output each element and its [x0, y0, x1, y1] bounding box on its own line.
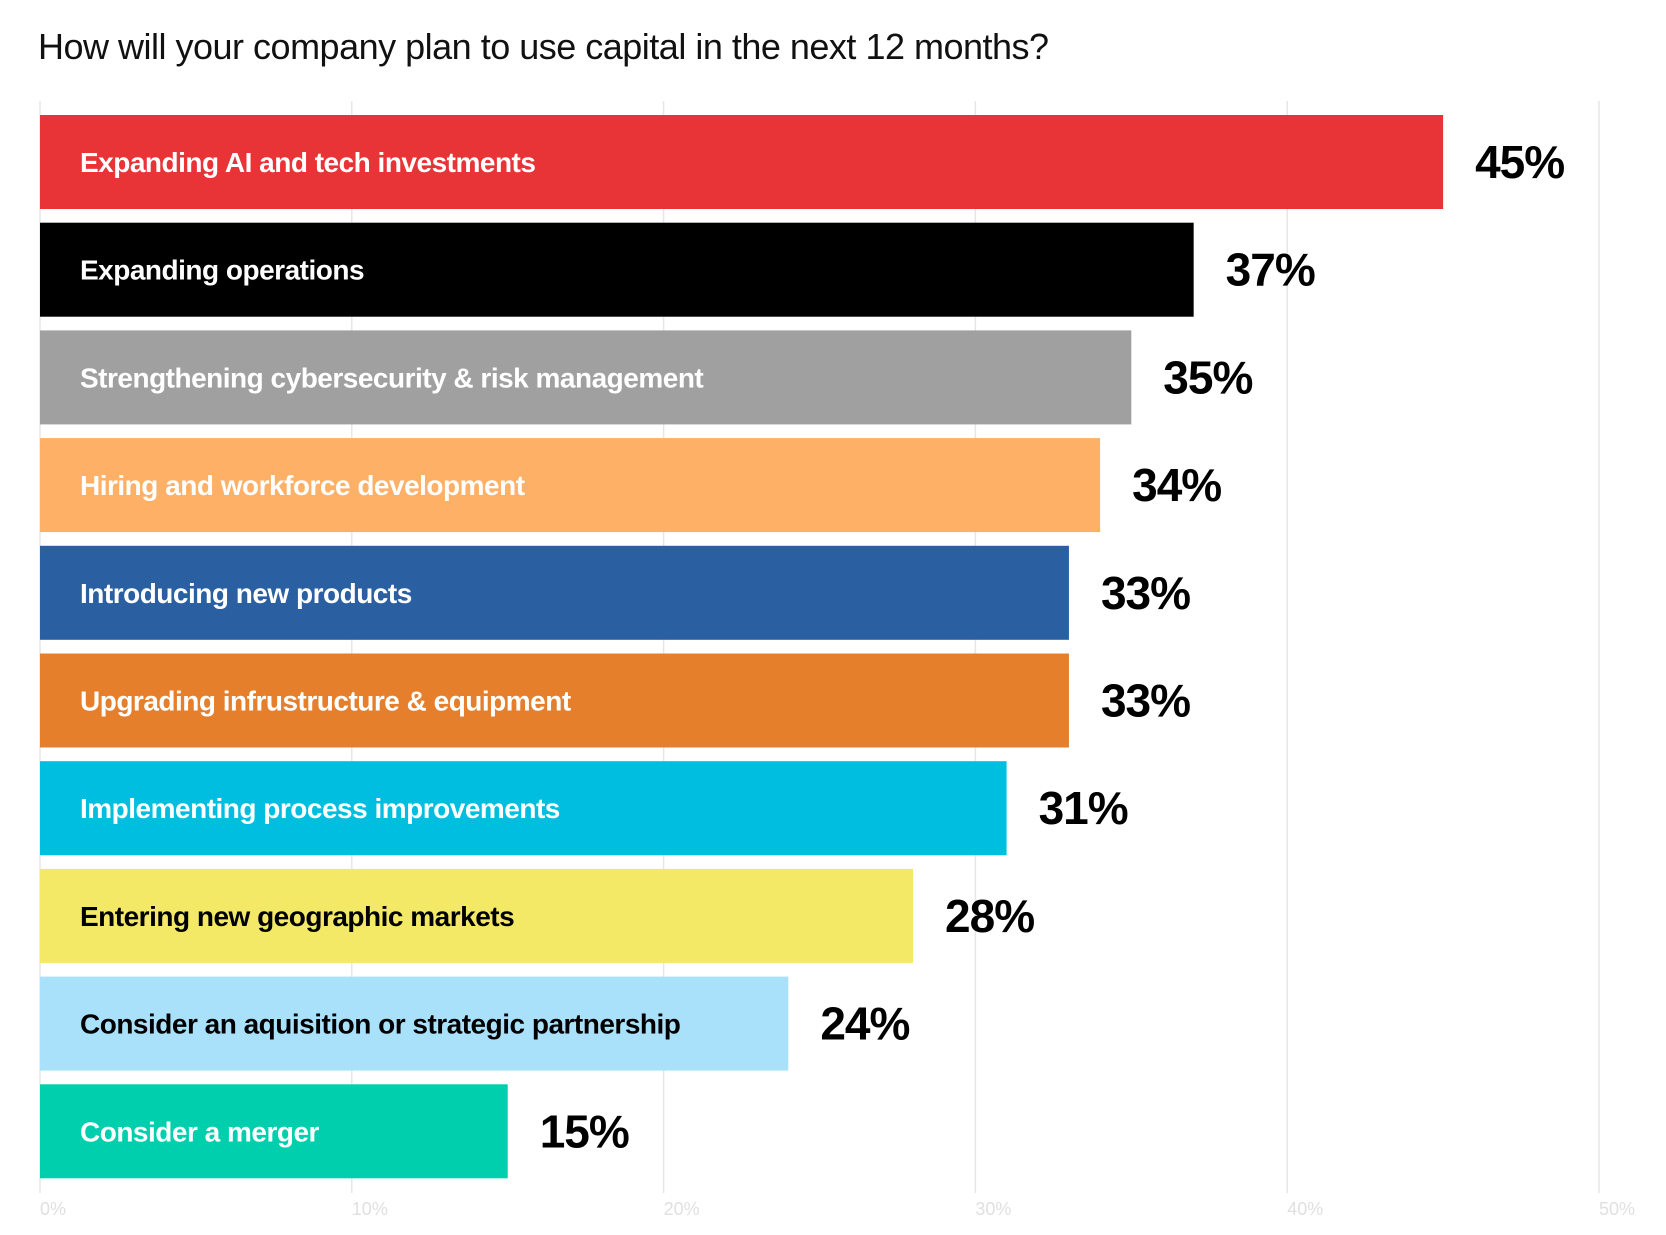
bar-label: Introducing new products: [80, 578, 412, 609]
bar-label: Expanding AI and tech investments: [80, 147, 535, 178]
bar-label: Consider an aquisition or strategic part…: [80, 1009, 680, 1040]
x-tick-label: 50%: [1599, 1199, 1635, 1219]
x-tick-label: 10%: [352, 1199, 388, 1219]
bar: [40, 438, 1101, 533]
x-tick-label: 40%: [1287, 1199, 1323, 1219]
bar: [40, 976, 789, 1071]
value-label: 37%: [1226, 244, 1315, 296]
bar: [40, 761, 1007, 856]
bar-label: Consider a merger: [80, 1116, 320, 1147]
bar: [40, 653, 1069, 748]
bar: [40, 330, 1132, 425]
bar: [40, 1084, 508, 1179]
value-label: 45%: [1475, 136, 1564, 188]
chart-title: How will your company plan to use capita…: [38, 26, 1049, 67]
bar-label: Hiring and workforce development: [80, 470, 525, 501]
x-tick-label: 20%: [664, 1199, 700, 1219]
bar-label: Upgrading infrustructure & equipment: [80, 686, 571, 717]
bar: [40, 545, 1069, 640]
value-label: 35%: [1163, 351, 1252, 403]
bar-label: Entering new geographic markets: [80, 901, 514, 932]
bar: [40, 115, 1444, 209]
bar-label: Implementing process improvements: [80, 793, 560, 824]
bar: [40, 222, 1194, 317]
value-label: 33%: [1101, 567, 1190, 619]
value-label: 24%: [820, 998, 909, 1050]
value-label: 33%: [1101, 675, 1190, 727]
value-label: 28%: [945, 890, 1034, 942]
x-tick-label: 30%: [975, 1199, 1011, 1219]
x-tick-label: 0%: [40, 1199, 66, 1219]
value-label: 31%: [1039, 782, 1128, 834]
value-label: 34%: [1132, 459, 1221, 511]
bar-label: Strengthening cybersecurity & risk manag…: [80, 362, 703, 393]
value-label: 15%: [540, 1105, 629, 1157]
bar: [40, 868, 914, 963]
bar-label: Expanding operations: [80, 255, 364, 286]
